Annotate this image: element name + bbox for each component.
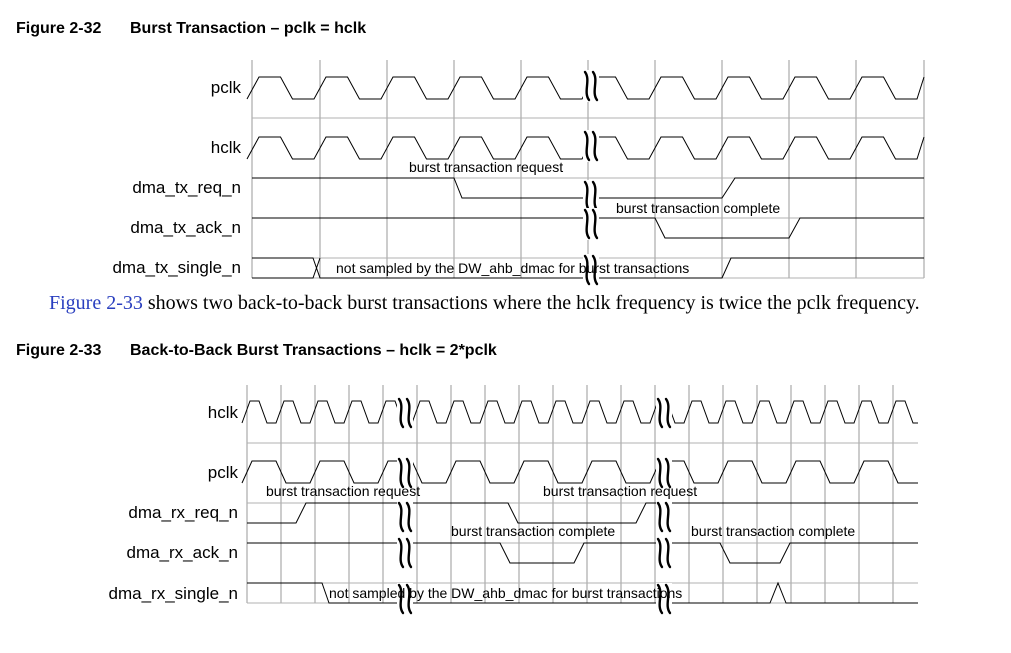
annotation-burst-complete: burst transaction complete <box>616 200 780 216</box>
break-mark <box>656 397 672 429</box>
figure-2-title: Back-to-Back Burst Transactions – hclk =… <box>130 342 497 359</box>
signal-label-pclk: pclk <box>211 78 242 97</box>
annotation-burst-complete-1: burst transaction complete <box>451 523 615 539</box>
break-mark <box>397 537 413 569</box>
signal-label-dma-rx-ack-n: dma_rx_ack_n <box>126 543 238 562</box>
figure-2-number: Figure 2-33 <box>16 342 102 359</box>
annotation-burst-request-2: burst transaction request <box>543 483 697 499</box>
break-mark <box>583 254 599 286</box>
break-mark <box>656 501 672 533</box>
annotation-not-sampled: not sampled by the DW_ahb_dmac for burst… <box>329 585 682 601</box>
signal-label-dma-tx-single-n: dma_tx_single_n <box>112 258 241 277</box>
break-mark <box>583 208 599 240</box>
annotation-burst-request-1: burst transaction request <box>266 483 420 499</box>
dma-rx-ack-n-waveform <box>247 542 918 564</box>
dma-rx-single-n-waveform <box>247 581 918 604</box>
annotation-burst-complete-2: burst transaction complete <box>691 523 855 539</box>
signal-label-dma-tx-ack-n: dma_tx_ack_n <box>130 218 241 237</box>
break-mark <box>397 501 413 533</box>
break-mark <box>656 457 672 489</box>
figure-1-caption: Figure 2-32 Burst Transaction – pclk = hc… <box>16 20 366 38</box>
signal-label-pclk: pclk <box>208 463 239 482</box>
figure-2-caption: Figure 2-33 Back-to-Back Burst Transactio… <box>16 342 497 360</box>
figure-2-timing-diagram: hclk pclk dma_rx_req_n dma_rx_ack_n dma_… <box>109 385 918 615</box>
pclk-waveform <box>241 460 918 484</box>
figure-2-33-link[interactable]: Figure 2-33 <box>49 292 143 314</box>
dma-tx-single-n-waveform <box>252 257 924 279</box>
break-mark <box>583 130 599 162</box>
break-mark <box>397 583 413 615</box>
figure-1-timing-diagram: pclk hclk dma_tx_req_n dma_tx_ack_n dma_… <box>112 60 925 286</box>
signal-label-dma-rx-single-n: dma_rx_single_n <box>109 584 238 603</box>
figure-1-number: Figure 2-32 <box>16 20 102 37</box>
dma-rx-req-n-waveform <box>247 502 918 524</box>
signal-label-dma-rx-req-n: dma_rx_req_n <box>128 503 238 522</box>
break-mark <box>583 180 599 212</box>
break-mark <box>583 70 599 102</box>
annotation-not-sampled: not sampled by the DW_ahb_dmac for burst… <box>336 260 689 276</box>
break-mark <box>656 583 672 615</box>
break-mark <box>656 537 672 569</box>
body-paragraph: Figure 2-33 shows two back-to-back burst… <box>49 292 920 315</box>
signal-label-hclk: hclk <box>211 138 242 157</box>
signal-label-dma-tx-req-n: dma_tx_req_n <box>132 178 241 197</box>
signal-label-hclk: hclk <box>208 403 239 422</box>
annotation-burst-request: burst transaction request <box>409 159 563 175</box>
body-paragraph-text: shows two back-to-back burst transaction… <box>142 292 920 314</box>
figure-1-title: Burst Transaction – pclk = hclk <box>130 20 367 37</box>
break-mark <box>397 457 413 489</box>
hclk-waveform <box>241 400 918 424</box>
dma-tx-single-n-cross <box>252 257 321 279</box>
break-mark <box>397 397 413 429</box>
